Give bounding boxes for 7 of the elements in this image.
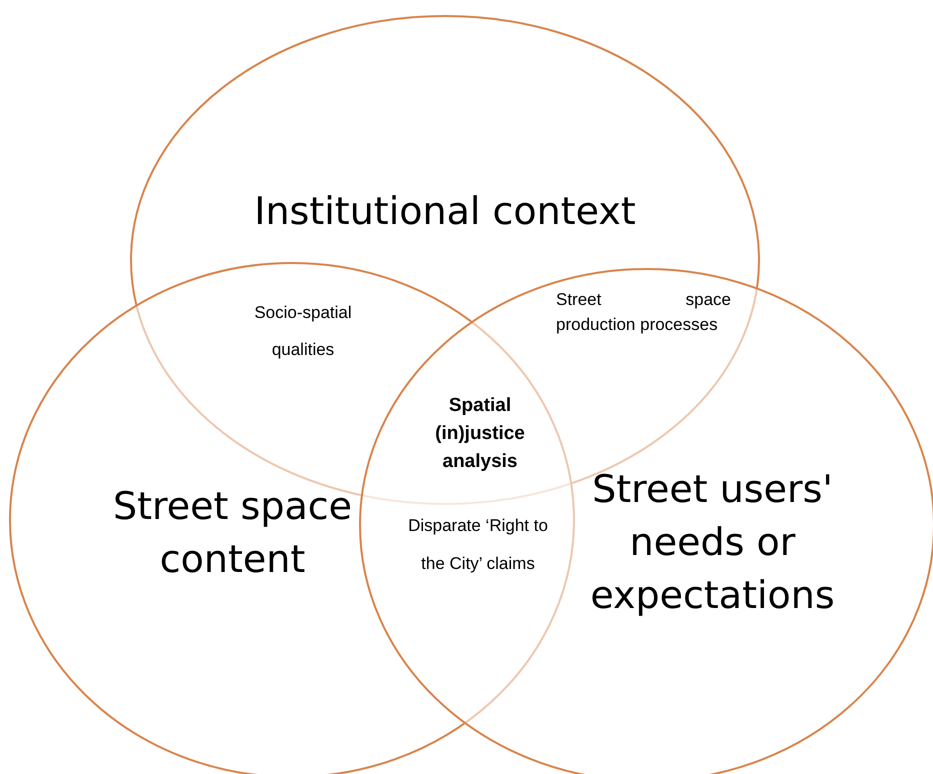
- center-label: Spatial (in)justice analysis: [434, 394, 526, 474]
- circle-title: Street space content: [112, 483, 354, 584]
- circle-title: Street users' needs or expectations: [589, 466, 836, 620]
- overlap-label: Street space production processes: [556, 289, 731, 336]
- circle-title: Institutional context: [253, 188, 637, 235]
- overlap-label: Socio-spatial qualities: [253, 302, 353, 361]
- overlap-label: Disparate ‘Right to the City’ claims: [408, 515, 548, 575]
